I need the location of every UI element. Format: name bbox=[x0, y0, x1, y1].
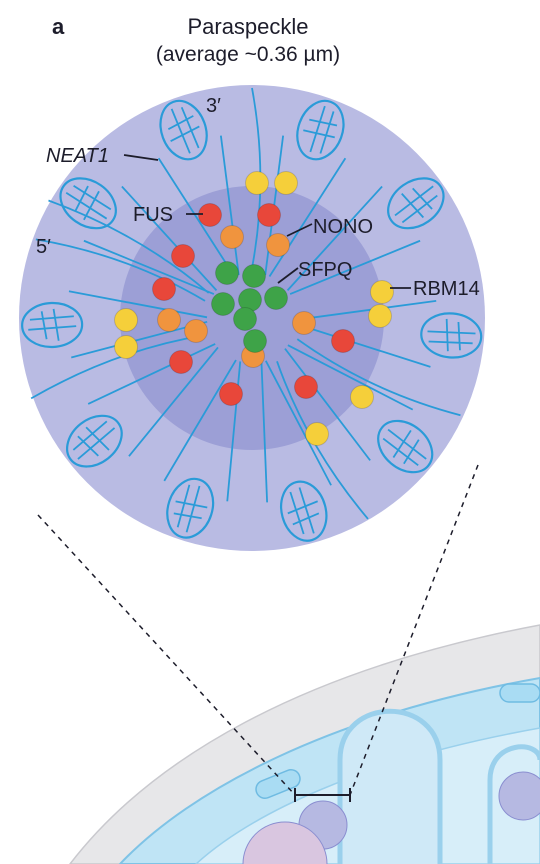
rbm14-particle bbox=[368, 304, 392, 328]
rna-strand bbox=[30, 334, 206, 400]
rna-strand bbox=[260, 361, 269, 503]
rna-loop bbox=[21, 301, 84, 349]
rna-strand bbox=[284, 348, 371, 461]
rna-strand bbox=[163, 359, 237, 482]
rna-strand bbox=[128, 346, 219, 457]
label-nono: NONO bbox=[313, 216, 373, 238]
rbm14-particle bbox=[114, 335, 138, 359]
rbm14-particle bbox=[245, 171, 269, 195]
panel-letter: a bbox=[52, 14, 65, 39]
protein-particles bbox=[114, 171, 394, 446]
label-sfpq: SFPQ bbox=[298, 259, 352, 281]
label-neat1: NEAT1 bbox=[46, 145, 109, 167]
sfpq-particle bbox=[211, 292, 235, 316]
diagram-subtitle: (average ~0.36 µm) bbox=[155, 43, 341, 66]
fus-particle bbox=[331, 329, 355, 353]
label-fus: FUS bbox=[133, 204, 173, 226]
neat1-rna-strands bbox=[21, 87, 483, 542]
rna-loop bbox=[166, 477, 215, 539]
rna-strand bbox=[68, 290, 208, 319]
nono-particle bbox=[157, 308, 181, 332]
rna-loop bbox=[66, 414, 123, 468]
nono-particle bbox=[266, 233, 290, 257]
rna-loop bbox=[296, 99, 345, 161]
fus-particle bbox=[257, 203, 281, 227]
label-three-prime: 3′ bbox=[206, 95, 221, 117]
sfpq-particle bbox=[243, 329, 267, 353]
rna-strand bbox=[83, 239, 215, 295]
rbm14-particle bbox=[350, 385, 374, 409]
neat1-leader bbox=[123, 154, 159, 161]
nono-particle bbox=[292, 311, 316, 335]
rna-loop bbox=[420, 312, 483, 359]
rbm14-particle bbox=[305, 422, 329, 446]
sfpq-particle bbox=[242, 264, 266, 288]
sfpq-particle bbox=[264, 286, 288, 310]
rbm14-particle bbox=[274, 171, 298, 195]
nono-particle bbox=[184, 319, 208, 343]
zoom-line-left bbox=[37, 514, 296, 796]
rna-strand bbox=[265, 360, 332, 486]
rna-strand bbox=[219, 135, 240, 276]
nono-particle bbox=[220, 225, 244, 249]
rna-strand bbox=[287, 344, 414, 411]
fus-particle bbox=[171, 244, 195, 268]
rna-loop bbox=[387, 177, 445, 230]
sfpq-particle bbox=[215, 261, 239, 285]
rna-strand bbox=[268, 157, 347, 278]
label-five-prime: 5′ bbox=[36, 236, 51, 258]
rna-strand bbox=[226, 361, 242, 502]
rna-strand bbox=[87, 343, 216, 405]
rna-strand bbox=[35, 238, 206, 302]
rna-strand bbox=[296, 338, 461, 417]
fus-particle bbox=[198, 203, 222, 227]
rbm14-particle bbox=[370, 280, 394, 304]
fus-particle bbox=[169, 350, 193, 374]
rna-loop bbox=[377, 419, 434, 474]
label-rbm14: RBM14 bbox=[413, 278, 480, 300]
diagram-title: Paraspeckle bbox=[187, 14, 309, 39]
fus-particle bbox=[219, 382, 243, 406]
rna-strand bbox=[289, 239, 421, 295]
rna-strand bbox=[286, 185, 383, 291]
nono-leader bbox=[286, 223, 313, 237]
rna-loop bbox=[159, 99, 208, 161]
fus-particle bbox=[294, 375, 318, 399]
fus-particle bbox=[152, 277, 176, 301]
rna-loop bbox=[280, 480, 328, 542]
sfpq-particle bbox=[233, 307, 257, 331]
zoom-line-right bbox=[349, 464, 479, 796]
sfpq-leader bbox=[277, 267, 299, 284]
cell-cross-section bbox=[69, 624, 540, 864]
rna-strand bbox=[48, 199, 210, 294]
rbm14-particle bbox=[114, 308, 138, 332]
rna-strand bbox=[121, 185, 218, 291]
